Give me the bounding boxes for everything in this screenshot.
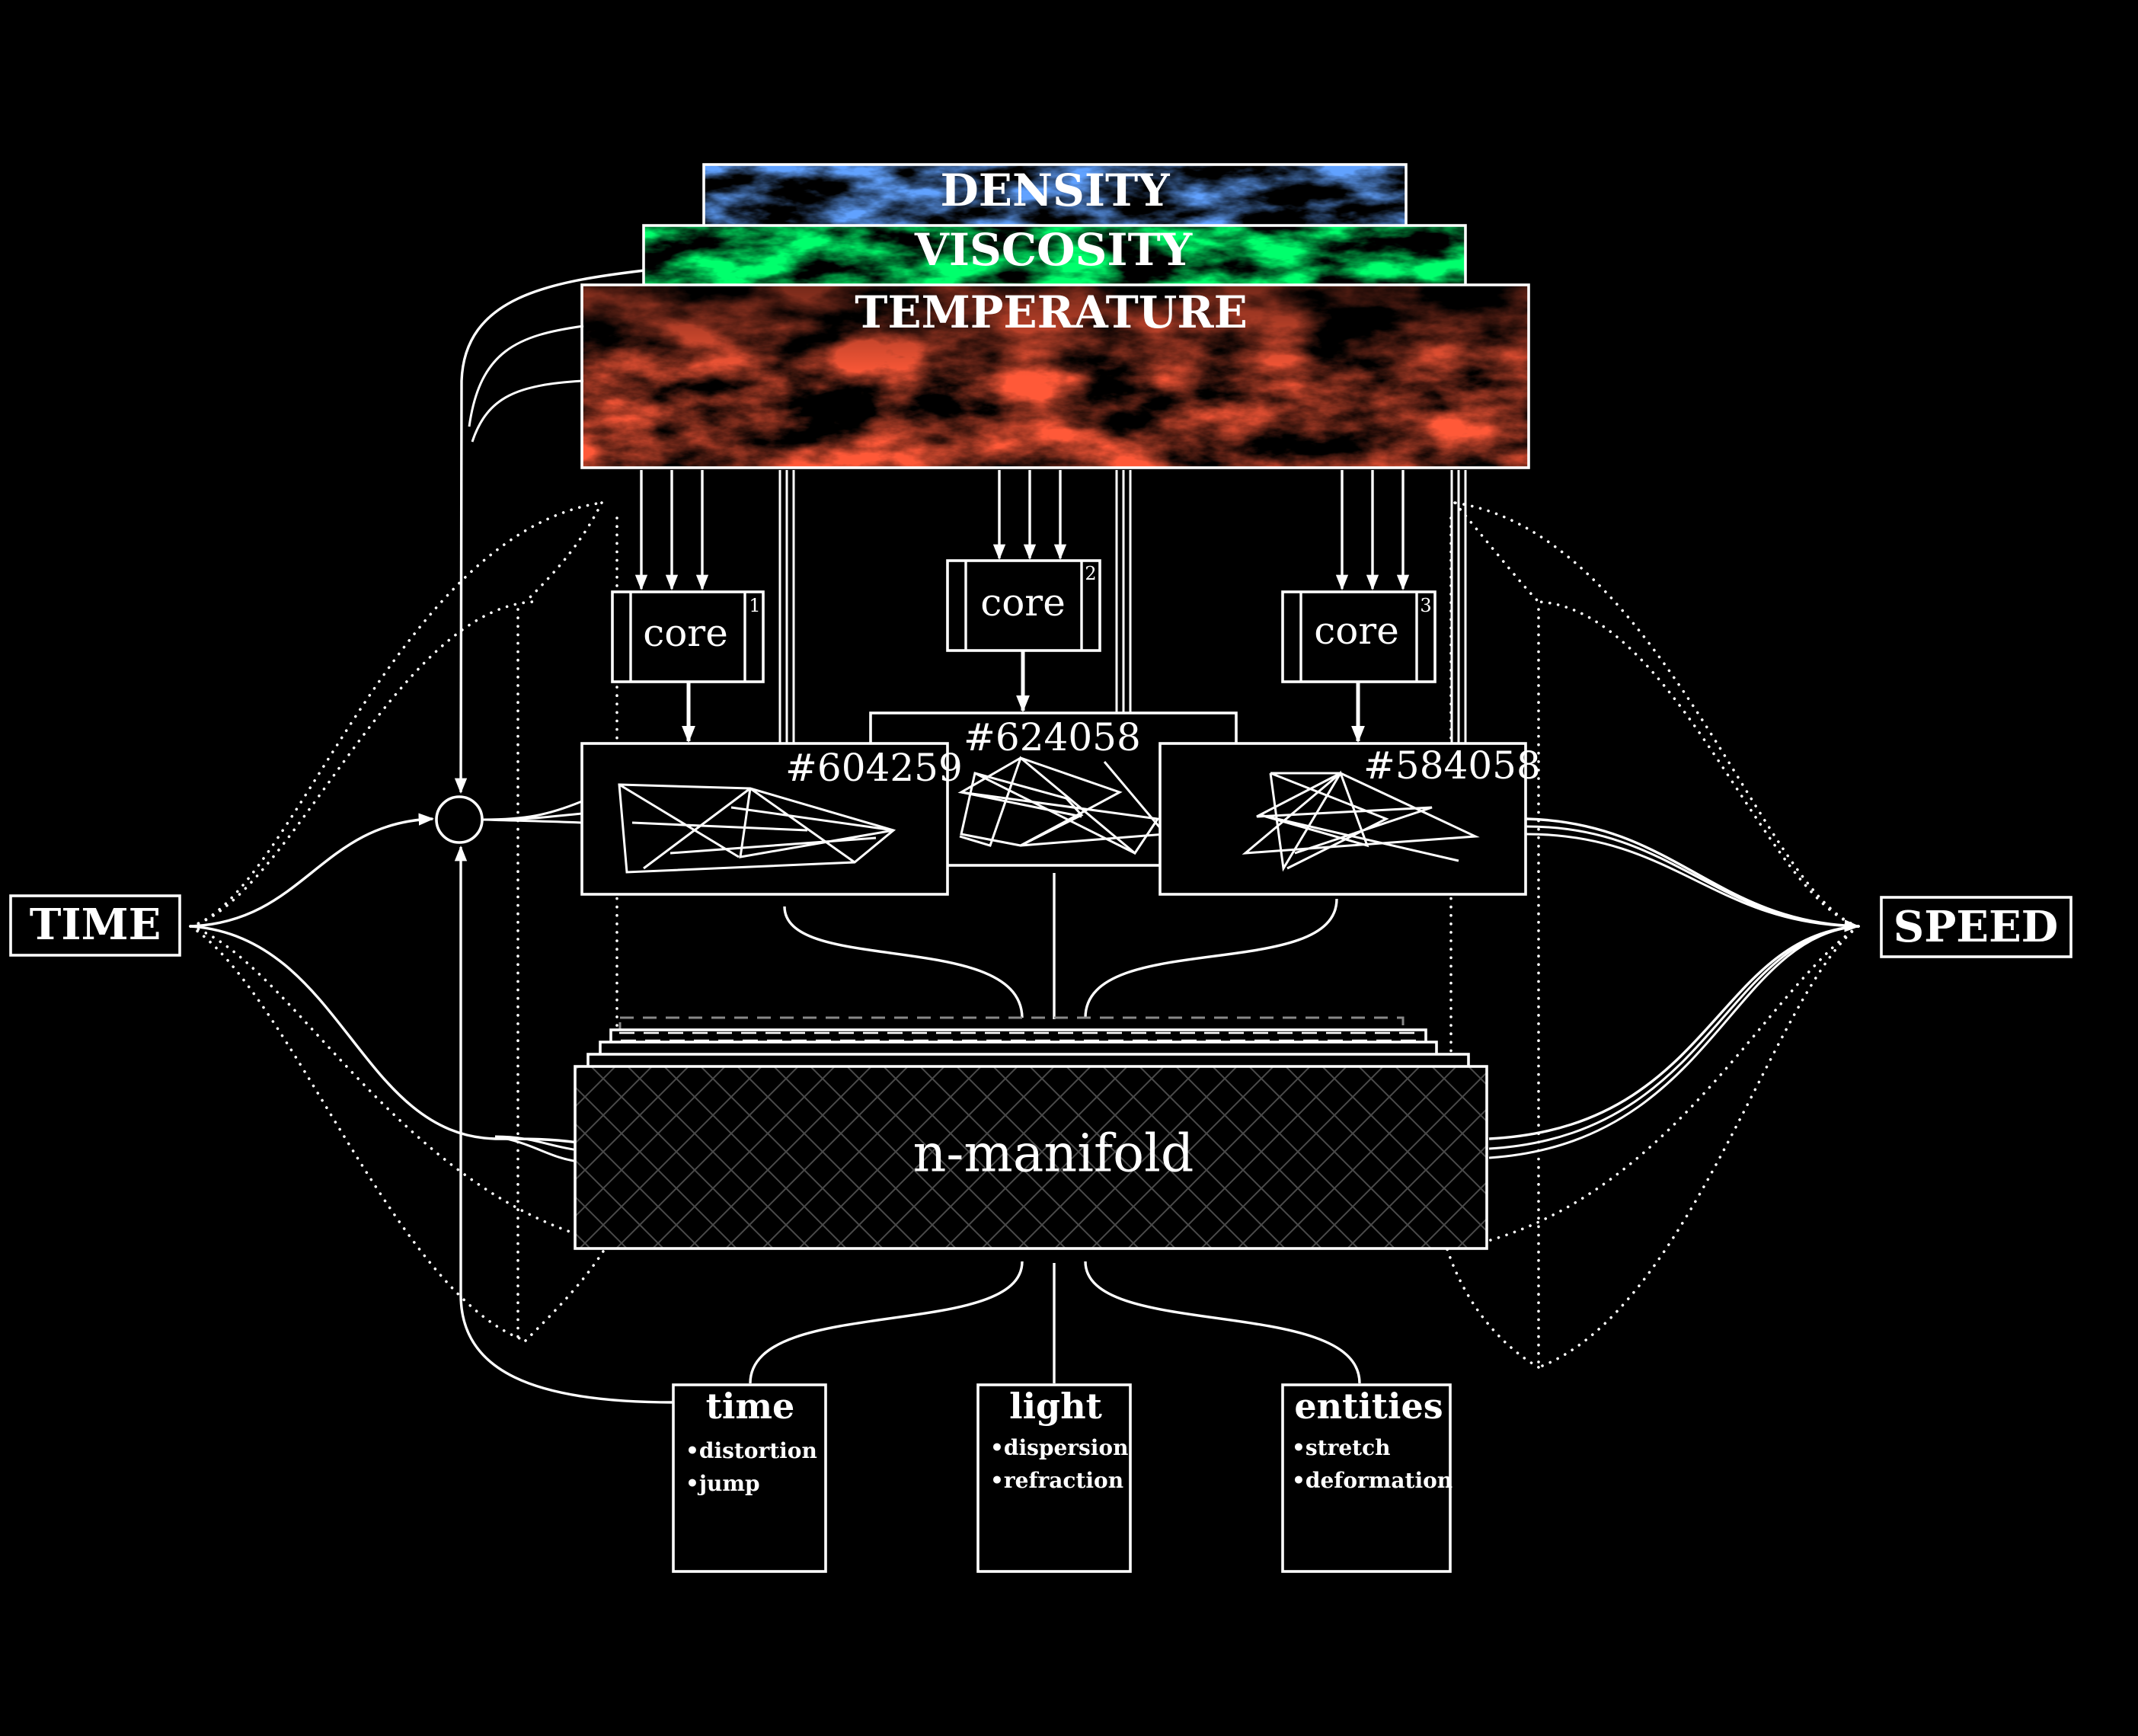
manifold-label: n-manifold (913, 1124, 1194, 1185)
effect-light-bullet-2: •refraction (990, 1468, 1123, 1493)
state-1-graph (618, 783, 896, 874)
viscosity-layer: VISCOSITY (642, 224, 1467, 289)
core-3: core 3 (1281, 590, 1437, 683)
effect-time-bullet-2: •jump (686, 1471, 760, 1496)
core-1: core 1 (611, 590, 765, 683)
state-to-manifold-wires (783, 873, 1338, 1019)
effect-entities-bullet-2: •deformation (1292, 1468, 1452, 1493)
density-label: DENSITY (940, 165, 1170, 216)
core-2: core 2 (946, 559, 1101, 652)
effect-light: light •dispersion •refraction (976, 1383, 1132, 1573)
effect-light-title: light (1009, 1386, 1103, 1427)
core-to-state-arrows (682, 651, 1365, 743)
speed-input-label: SPEED (1894, 902, 2058, 952)
state-1-id: #604259 (785, 746, 963, 790)
dotted-connectors (189, 501, 1860, 1369)
density-layer: DENSITY (702, 163, 1408, 230)
manifold-stack: n-manifold (574, 1016, 1488, 1250)
state-3: #584058 (1158, 742, 1541, 896)
time-wires (190, 269, 674, 1404)
effect-time-title: time (706, 1386, 795, 1427)
core-2-label: core (980, 580, 1066, 625)
speed-wires (1488, 817, 1861, 1159)
state-3-graph (1242, 770, 1480, 872)
speed-input: SPEED (1880, 896, 2072, 958)
effect-light-bullet-1: •dispersion (990, 1435, 1128, 1460)
effect-time-bullet-1: •distortion (686, 1438, 817, 1463)
state-3-id: #584058 (1363, 743, 1541, 788)
state-1: #604259 (580, 742, 963, 896)
temperature-label: TEMPERATURE (855, 286, 1248, 338)
merge-circle (435, 795, 484, 844)
effect-time: time •distortion •jump (672, 1383, 827, 1573)
state-2-graph (957, 756, 1168, 855)
core-2-index: 2 (1085, 563, 1096, 584)
merge-node (435, 795, 484, 844)
time-input: TIME (9, 894, 181, 957)
core-3-index: 3 (1420, 595, 1431, 616)
effect-entities-title: entities (1294, 1386, 1443, 1427)
viscosity-label: VISCOSITY (914, 224, 1193, 276)
temperature-layer: TEMPERATURE (580, 283, 1530, 469)
core-1-index: 1 (749, 595, 760, 616)
field-to-core-arrows (634, 470, 1467, 743)
effect-entities: entities •stretch •deformation (1281, 1383, 1452, 1573)
core-3-label: core (1314, 609, 1399, 653)
effect-entities-bullet-1: •stretch (1292, 1435, 1391, 1460)
state-2-id: #624058 (964, 715, 1141, 759)
manifold-to-effects-wires (749, 1261, 1361, 1384)
core-1-label: core (643, 611, 728, 655)
time-input-label: TIME (30, 900, 161, 950)
